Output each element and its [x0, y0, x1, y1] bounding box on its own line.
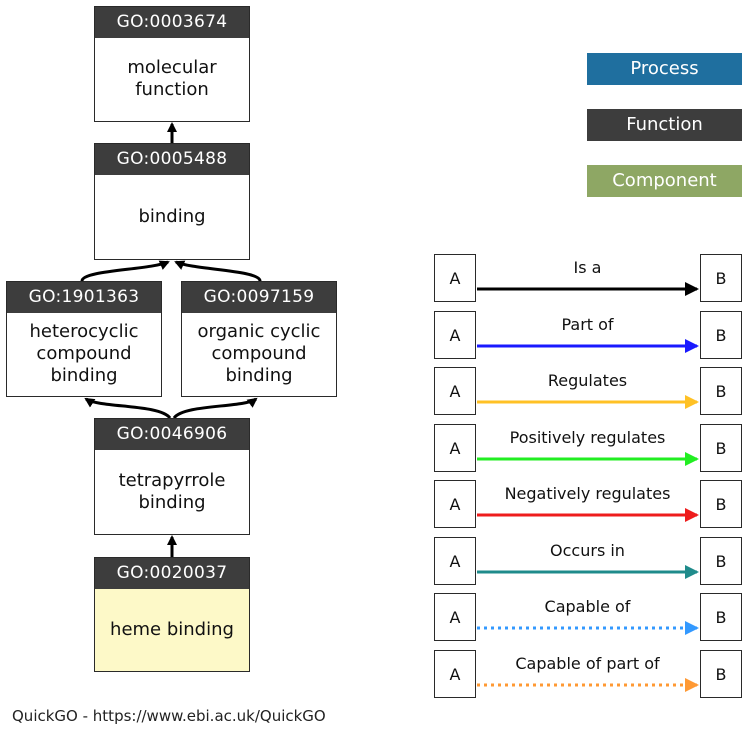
relation-source-box: A [434, 480, 476, 528]
term-tetrapyrrole-binding[interactable]: GO:0046906 tetrapyrrole binding [94, 418, 250, 535]
relation-target-box: B [700, 593, 742, 641]
term-name: molecular function [127, 57, 217, 100]
legend-process: Process [587, 53, 742, 85]
term-binding[interactable]: GO:0005488 binding [94, 143, 250, 260]
relation-label: Capable of part of [515, 654, 660, 673]
term-heme-binding[interactable]: GO:0020037 heme binding [94, 557, 250, 672]
term-id: GO:0003674 [95, 7, 249, 38]
term-name: organic cyclic compound binding [197, 321, 321, 386]
relation-target-box: B [700, 650, 742, 698]
relation-source-box: A [434, 650, 476, 698]
relation-source-box: A [434, 367, 476, 415]
relation-label: Negatively regulates [504, 484, 671, 503]
edge-tetrapyrrole-to-organic-cyclic [172, 397, 258, 420]
relation-source-box: A [434, 537, 476, 585]
legend-function: Function [587, 109, 742, 141]
term-name: heterocyclic compound binding [29, 321, 139, 386]
relation-target-box: B [700, 367, 742, 415]
relation-label: Occurs in [550, 541, 625, 560]
edge-heterocyclic-to-binding [80, 260, 170, 282]
term-name: heme binding [110, 618, 234, 640]
relation-target-box: B [700, 254, 742, 302]
relation-source-box: A [434, 311, 476, 359]
relation-label: Regulates [547, 371, 628, 390]
relation-label: Is a [573, 258, 602, 277]
edge-organic-cyclic-to-binding [174, 260, 262, 282]
footer-credit: QuickGO - https://www.ebi.ac.uk/QuickGO [12, 707, 326, 725]
legend-component: Component [587, 165, 742, 197]
relation-source-box: A [434, 254, 476, 302]
term-name: tetrapyrrole binding [118, 469, 226, 513]
term-id: GO:0005488 [95, 144, 249, 175]
edge-tetrapyrrole-to-heterocyclic [84, 397, 172, 420]
term-id: GO:0097159 [182, 282, 336, 313]
relation-source-box: A [434, 593, 476, 641]
relation-target-box: B [700, 537, 742, 585]
term-heterocyclic-compound-binding[interactable]: GO:1901363 heterocyclic compound binding [6, 281, 162, 397]
relation-target-box: B [700, 480, 742, 528]
term-molecular-function[interactable]: GO:0003674 molecular function [94, 6, 250, 122]
term-name: binding [138, 205, 206, 227]
term-id: GO:0046906 [95, 419, 249, 450]
relation-label: Capable of [544, 597, 631, 616]
relation-target-box: B [700, 311, 742, 359]
term-organic-cyclic-compound-binding[interactable]: GO:0097159 organic cyclic compound bindi… [181, 281, 337, 397]
term-id: GO:1901363 [7, 282, 161, 313]
relation-target-box: B [700, 424, 742, 472]
relation-source-box: A [434, 424, 476, 472]
relation-label: Part of [561, 315, 614, 334]
term-id: GO:0020037 [95, 558, 249, 589]
relation-label: Positively regulates [509, 428, 666, 447]
